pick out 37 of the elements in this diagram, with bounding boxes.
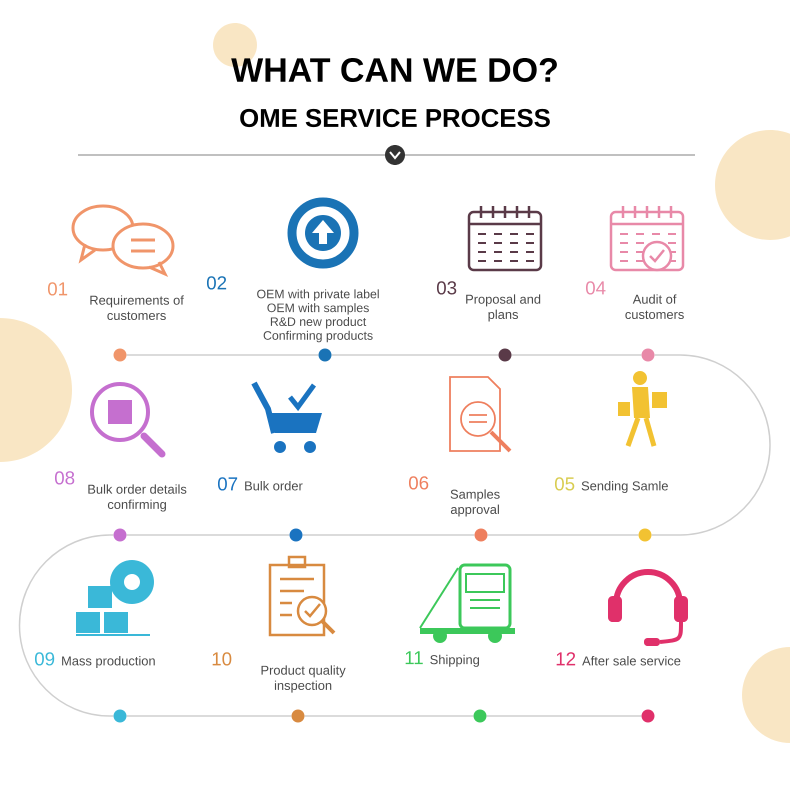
timeline-dot <box>290 528 302 542</box>
step-label: 08 Bulk order details confirming <box>54 471 186 512</box>
step-label: 11 Shipping <box>406 651 479 667</box>
timeline-dot <box>292 710 304 722</box>
timeline-dot <box>114 710 126 722</box>
step-label: 09 Mass production <box>34 652 155 668</box>
step-label: 12 After sale service <box>556 652 680 666</box>
step-label: 10 Product quality inspection <box>212 652 346 693</box>
track-line <box>332 354 498 356</box>
timeline-dot <box>642 710 654 722</box>
timeline-dot <box>114 348 126 362</box>
step-label: 04 Audit of customers <box>586 281 684 320</box>
track-line <box>302 534 474 536</box>
step-label: 03 Proposal and plans <box>436 281 540 322</box>
timeline-dot <box>498 348 512 362</box>
track-line <box>486 715 642 717</box>
subtitle: OME SERVICE PROCESS <box>240 108 550 128</box>
track-line <box>126 534 290 536</box>
timeline-dot <box>638 528 652 542</box>
track-line <box>126 354 318 356</box>
track-line <box>126 715 292 717</box>
track-line <box>488 534 638 536</box>
timeline-dot <box>318 348 332 362</box>
step-label: 05 Sending Samle <box>554 477 668 493</box>
track-line <box>512 354 642 356</box>
timeline-dot <box>114 528 126 542</box>
timeline-dot <box>474 710 486 722</box>
track-line <box>304 715 474 717</box>
step-label: 02 OEM with private label OEM with samples R&D new product Confirming products <box>206 276 379 342</box>
step-label: 07 Bulk order <box>218 477 303 491</box>
timeline-dot <box>642 348 654 362</box>
step-label: 01 Requirements of customers <box>48 282 184 320</box>
track-line <box>652 354 771 536</box>
title: WHAT CAN WE DO? <box>231 58 557 82</box>
timeline-dot <box>474 528 488 542</box>
step-label: 06 Samples approval <box>408 476 500 517</box>
track-line <box>18 534 114 717</box>
